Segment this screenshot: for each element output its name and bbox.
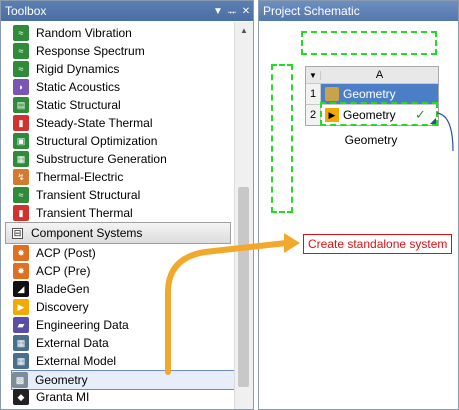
drop-target-left[interactable] (271, 64, 293, 213)
status-check-icon: ✓ (414, 107, 426, 122)
toolbox-item-steady-state-thermal[interactable]: ▮ Steady-State Thermal (13, 114, 153, 132)
granta-mi-icon: ◆ (13, 389, 29, 405)
engineering-data-icon: ▰ (13, 317, 29, 333)
toolbox-item-structural-optimization[interactable]: ▣ Structural Optimization (13, 132, 157, 150)
transient-structural-icon: ≈ (13, 187, 29, 203)
toolbox-item-label: Transient Thermal (36, 206, 133, 220)
cell-label: Geometry (343, 108, 396, 122)
structural-optimization-icon: ▣ (13, 133, 29, 149)
project-schematic-pane: Project Schematic ▼ A 1 Geometry 2 ▶ Geo… (258, 0, 459, 410)
toolbox-titlebar: Toolbox ▼ ᅲ ✕ (1, 1, 253, 21)
toolbox-item-label: External Model (36, 354, 117, 368)
toolbox-item-label: Thermal-Electric (36, 170, 124, 184)
toolbox-item-bladegen[interactable]: ◢ BladeGen (13, 280, 89, 298)
create-standalone-system-label: Create standalone system (303, 234, 453, 254)
toolbox-item-static-acoustics[interactable]: ◗ Static Acoustics (13, 78, 120, 96)
toolbox-item-label: Granta MI (36, 390, 90, 404)
acp-post-icon: ✸ (13, 245, 29, 261)
discovery-icon: ▶ (13, 299, 29, 315)
column-header: A (375, 69, 384, 81)
toolbox-item-external-model[interactable]: ▦ External Model (13, 352, 116, 370)
row-number: 1 (306, 84, 321, 104)
toolbox-item-label: ACP (Pre) (36, 264, 91, 278)
dropdown-icon[interactable]: ▼ (213, 5, 223, 17)
toolbox-item-label: BladeGen (36, 282, 90, 296)
toolbox-item-random-vibration[interactable]: ≈ Random Vibration (13, 24, 132, 42)
system-header-row: ▼ A (306, 67, 438, 83)
toolbox-item-external-data[interactable]: ▦ External Data (13, 334, 109, 352)
response-spectrum-icon: ≈ (13, 43, 29, 59)
group-component-systems[interactable]: ⊟ Component Systems (5, 222, 231, 244)
toolbox-item-label: Steady-State Thermal (36, 116, 153, 130)
toolbox-item-transient-structural[interactable]: ≈ Transient Structural (13, 186, 140, 204)
toolbox-item-granta-mi[interactable]: ◆ Granta MI (13, 388, 89, 406)
toolbox-item-label: Transient Structural (36, 188, 141, 202)
system-caption: Geometry (344, 133, 398, 147)
toolbox-title: Toolbox (5, 4, 47, 18)
toolbox-item-static-structural[interactable]: ▤ Static Structural (13, 96, 121, 114)
system-row-title[interactable]: 1 Geometry (306, 83, 438, 104)
schematic-titlebar: Project Schematic (259, 1, 458, 21)
link-corner-icon: ◢ (429, 116, 436, 125)
static-acoustics-icon: ◗ (13, 79, 29, 95)
group-label: Component Systems (31, 226, 143, 240)
close-icon[interactable]: ✕ (241, 5, 251, 17)
discovery-icon: ▶ (325, 108, 339, 122)
system-row-geometry-cell[interactable]: 2 ▶ Geometry ✓ ◢ (306, 104, 438, 125)
external-data-icon: ▦ (13, 335, 29, 351)
toolbox-scrollbar[interactable]: ▲ (234, 22, 253, 409)
static-structural-icon: ▤ (13, 97, 29, 113)
rigid-dynamics-icon: ≈ (13, 61, 29, 77)
row-number: 2 (306, 105, 321, 125)
toolbox-list: ≈ Random Vibration ≈ Response Spectrum ≈ Ri… (1, 22, 235, 409)
toolbox-pane: Toolbox ▼ ᅲ ✕ ≈ Random Vibration ≈ Respons… (0, 0, 254, 410)
toolbox-item-label: Static Structural (36, 98, 121, 112)
scroll-up-icon[interactable]: ▲ (240, 26, 248, 35)
toolbox-item-response-spectrum[interactable]: ≈ Response Spectrum (13, 42, 145, 60)
collapse-icon[interactable]: ⊟ (12, 227, 23, 239)
transient-thermal-icon: ▮ (13, 205, 29, 221)
toolbox-item-geometry[interactable]: ▩ Geometry (11, 370, 235, 390)
schematic-title: Project Schematic (263, 4, 360, 18)
bladegen-icon: ◢ (13, 281, 29, 297)
geometry-icon: ▩ (12, 372, 28, 388)
random-vibration-icon: ≈ (13, 25, 29, 41)
acp-pre-icon: ✸ (13, 263, 29, 279)
toolbox-item-label: External Data (36, 336, 109, 350)
toolbox-item-label: Engineering Data (36, 318, 129, 332)
geometry-system-block[interactable]: ▼ A 1 Geometry 2 ▶ Geometry ✓ ◢ (305, 66, 439, 126)
toolbox-item-acp-pre[interactable]: ✸ ACP (Pre) (13, 262, 90, 280)
steady-state-thermal-icon: ▮ (13, 115, 29, 131)
substructure-generation-icon: ▦ (13, 151, 29, 167)
drop-target-top[interactable] (301, 31, 437, 55)
toolbox-item-engineering-data[interactable]: ▰ Engineering Data (13, 316, 129, 334)
toolbox-item-label: Response Spectrum (36, 44, 145, 58)
toolbox-item-label: Rigid Dynamics (36, 62, 120, 76)
drop-target-cell[interactable] (320, 102, 438, 126)
toolbox-item-acp-post[interactable]: ✸ ACP (Post) (13, 244, 96, 262)
pin-icon[interactable]: ᅲ (227, 7, 237, 19)
toolbox-item-label: Geometry (35, 373, 88, 387)
toolbox-item-label: Static Acoustics (36, 80, 121, 94)
toolbox-item-label: Discovery (36, 300, 89, 314)
toolbox-item-transient-thermal[interactable]: ▮ Transient Thermal (13, 204, 133, 222)
toolbox-item-thermal-electric[interactable]: ↯ Thermal-Electric (13, 168, 123, 186)
toolbox-item-label: Structural Optimization (36, 134, 158, 148)
scrollbar-thumb[interactable] (238, 187, 249, 387)
system-menu-icon[interactable]: ▼ (306, 70, 321, 80)
external-model-icon: ▦ (13, 353, 29, 369)
toolbox-item-discovery[interactable]: ▶ Discovery (13, 298, 89, 316)
toolbox-item-label: ACP (Post) (36, 246, 96, 260)
toolbox-item-label: Substructure Generation (36, 152, 167, 166)
system-title-label: Geometry (343, 87, 396, 101)
toolbox-item-rigid-dynamics[interactable]: ≈ Rigid Dynamics (13, 60, 119, 78)
geometry-icon (325, 87, 339, 101)
toolbox-item-label: Random Vibration (36, 26, 132, 40)
toolbox-item-substructure-generation[interactable]: ▦ Substructure Generation (13, 150, 167, 168)
thermal-electric-icon: ↯ (13, 169, 29, 185)
connection-line (436, 112, 454, 152)
